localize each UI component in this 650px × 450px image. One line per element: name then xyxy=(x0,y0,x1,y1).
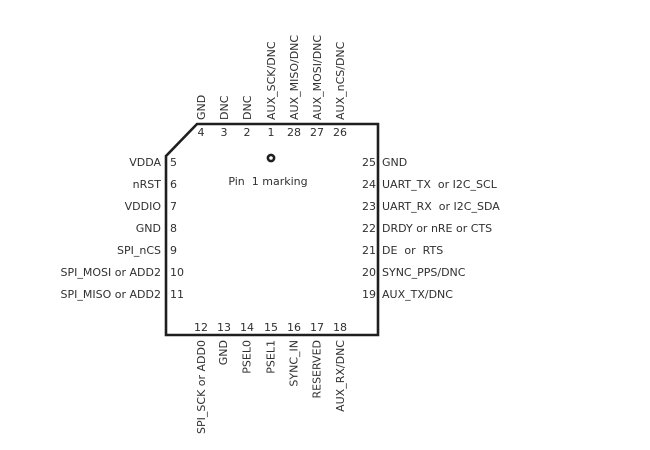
pin-number: 8 xyxy=(170,222,177,235)
pin-label: GND xyxy=(194,94,208,120)
pin-number: 27 xyxy=(310,126,324,139)
chip-body xyxy=(164,122,380,337)
pin-label: VDDA xyxy=(129,156,161,169)
pin-label: SPI_nCS xyxy=(117,244,161,257)
pin-label: PSEL0 xyxy=(240,340,254,374)
pin-label: SYNC_IN xyxy=(287,340,301,387)
pin-label: GND xyxy=(382,156,408,169)
pin-label: AUX_MOSI/DNC xyxy=(310,34,324,120)
pin-label: UART_TX or I2C_SCL xyxy=(382,178,497,191)
pin-label: AUX_nCS/DNC xyxy=(333,41,347,120)
pin-number: 22 xyxy=(362,222,376,235)
pin-label: nRST xyxy=(132,178,161,191)
pin-label: DNC xyxy=(240,95,254,120)
pin-number: 18 xyxy=(333,321,347,334)
pin-label: UART_RX or I2C_SDA xyxy=(382,200,500,213)
pin-label: VDDIO xyxy=(124,200,161,213)
pin-label: RESERVED xyxy=(310,340,324,399)
pin-label: GND xyxy=(135,222,161,235)
pin-label: AUX_TX/DNC xyxy=(382,288,453,301)
pin-number: 6 xyxy=(170,178,177,191)
pin-number: 10 xyxy=(170,266,184,279)
pin-label: SPI_MISO or ADD2 xyxy=(60,288,161,301)
pin-number: 19 xyxy=(362,288,376,301)
pin-number: 12 xyxy=(194,321,208,334)
pin-label: SPI_MOSI or ADD2 xyxy=(60,266,161,279)
pin-label: SPI_SCK or ADD0 xyxy=(194,340,208,434)
pin-number: 25 xyxy=(362,156,376,169)
pin-label: PSEL1 xyxy=(264,340,278,374)
pin-number: 16 xyxy=(287,321,301,334)
pin-number: 23 xyxy=(362,200,376,213)
pin-label: AUX_SCK/DNC xyxy=(264,41,278,120)
pin-number: 24 xyxy=(362,178,376,191)
pin-number: 3 xyxy=(220,126,228,139)
pin-number: 4 xyxy=(197,126,205,139)
pin-number: 13 xyxy=(217,321,231,334)
pin-label: SYNC_PPS/DNC xyxy=(382,266,466,279)
pin-number: 5 xyxy=(170,156,177,169)
pin-number: 14 xyxy=(240,321,254,334)
pin-number: 26 xyxy=(333,126,347,139)
pin-number: 28 xyxy=(287,126,301,139)
pin-number: 1 xyxy=(267,126,275,139)
pin-label: AUX_RX/DNC xyxy=(333,340,347,412)
pin-number: 7 xyxy=(170,200,177,213)
pin-number: 17 xyxy=(310,321,324,334)
pin-label: DNC xyxy=(217,95,231,120)
pin-number: 15 xyxy=(264,321,278,334)
pin-label: GND xyxy=(217,340,231,366)
pin-number: 2 xyxy=(243,126,251,139)
pin-number: 21 xyxy=(362,244,376,257)
pin-label: DRDY or nRE or CTS xyxy=(382,222,493,235)
center-annotation: Pin 1 marking xyxy=(228,175,308,188)
pin-number: 9 xyxy=(170,244,177,257)
pin-number: 11 xyxy=(170,288,184,301)
pin1-marker-icon xyxy=(266,153,276,163)
pin-number: 20 xyxy=(362,266,376,279)
pin-label: AUX_MISO/DNC xyxy=(287,34,301,120)
pin-label: DE or RTS xyxy=(382,244,444,257)
